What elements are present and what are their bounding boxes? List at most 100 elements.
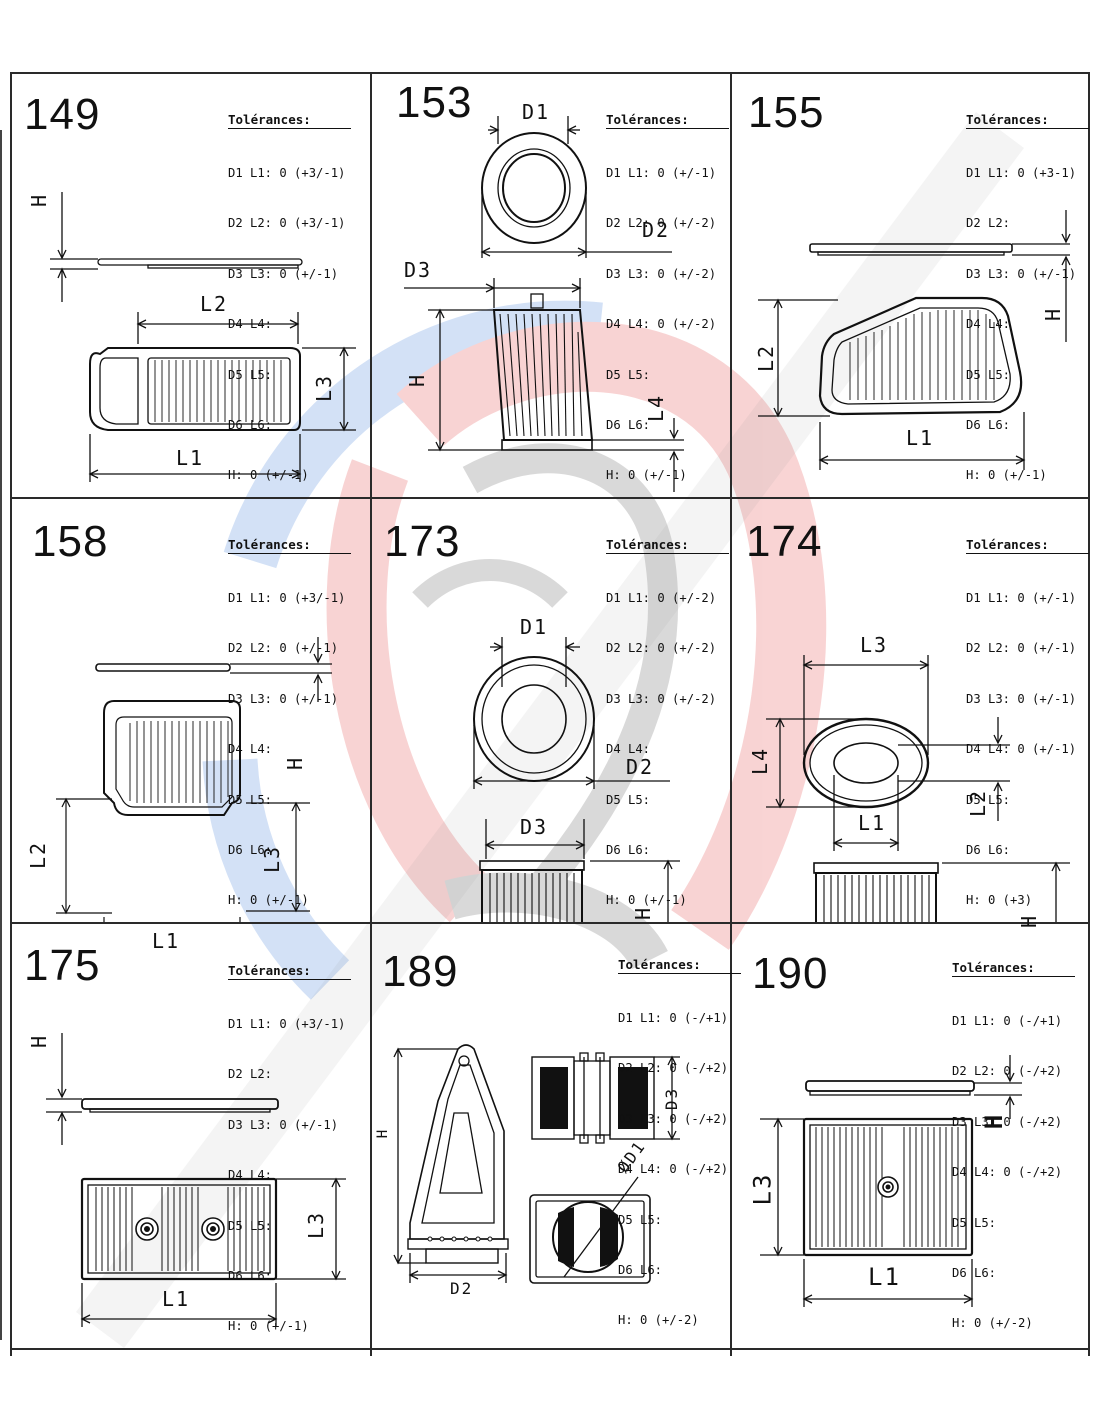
tolerance-line: D6 L6: [966, 417, 1011, 432]
filter-drawing-189 [393, 1044, 680, 1284]
tolerance-line: D3 L3: 0 (-/+2) [952, 1114, 1063, 1129]
dim-label-l3: L3 [748, 1172, 777, 1206]
dim-label-l2: L2 [966, 788, 991, 818]
tolerance-line: D6 L6: [606, 417, 651, 432]
tolerances-heading: Tolérances: [228, 963, 351, 981]
dim-label-d1: D1 [520, 615, 549, 639]
dim-label-l2: L2 [754, 343, 779, 373]
dim-label-d2: D2 [642, 218, 671, 242]
dim-label-h: H [27, 192, 52, 208]
grid-col-divider [370, 72, 372, 1356]
tolerance-line: D5 L5: [618, 1212, 663, 1227]
filter-drawing-155 [758, 210, 1071, 470]
dim-label-h: H [283, 755, 308, 771]
tolerance-line: D5 L5: [606, 792, 651, 807]
filter-drawing-158 [56, 637, 332, 922]
tolerance-line: D6 L6: [228, 1268, 273, 1283]
tolerance-line: D1 L1: 0 (+3/-1) [228, 1016, 346, 1031]
tolerance-line: H: 0 (+/-2) [618, 1313, 699, 1328]
filter-cell-149: 149 Tolérances: D1 L1: 0 (+3/-1) D2 L2: … [10, 72, 370, 497]
tolerances-heading: Tolérances: [606, 537, 729, 555]
tolerance-line: D1 L1: 0 (+3/-1) [228, 165, 346, 180]
tolerance-line: D3 L3: 0 (+/-1) [966, 691, 1077, 706]
tolerance-line: D5 L5: [966, 792, 1011, 807]
tolerance-line: D1 L1: 0 (-/+1) [618, 1010, 729, 1025]
tolerance-line: D4 L4: [228, 1168, 273, 1183]
filter-number: 175 [24, 941, 101, 990]
tolerance-line: D2 L2: [966, 216, 1011, 231]
dim-label-l4: L4 [748, 746, 773, 776]
tolerance-line: D6 L6: [228, 417, 273, 432]
filter-number: 149 [24, 90, 101, 139]
filter-number: 173 [384, 517, 461, 566]
tolerance-line: H: 0 (+/-1) [606, 893, 687, 908]
tolerance-line: D1 L1: 0 (+3-1) [966, 165, 1077, 180]
filter-cell-155: 155 Tolérances: D1 L1: 0 (+3-1) D2 L2: D… [730, 72, 1090, 497]
tolerance-line: D5 L5: [952, 1215, 997, 1230]
dim-label-l1: L1 [906, 426, 935, 450]
tolerances-block: Tolérances: D1 L1: 0 (-/+1) D2 L2: 0 (-/… [952, 926, 1075, 1366]
tolerances-heading: Tolérances: [966, 537, 1089, 555]
tolerance-line: D2 L2: 0 (-/+2) [952, 1064, 1063, 1079]
filter-drawing-175 [46, 1033, 346, 1327]
grid-col-divider [730, 72, 732, 1356]
tolerance-line: D6 L6: [618, 1262, 663, 1277]
filter-number: 174 [746, 517, 823, 566]
filter-number: 190 [752, 949, 829, 998]
tolerance-line: D2 L2: 0 (+/-2) [606, 641, 717, 656]
tolerance-line: D2 L2: 0 (+/-2) [606, 216, 717, 231]
filter-cell-158: 158 Tolérances: D1 L1: 0 (+3/-1) D2 L2: … [10, 497, 370, 953]
dim-label-d3: D3 [404, 258, 433, 282]
tolerance-line: D5 L5: [228, 367, 273, 382]
filter-cell-153: 153 Tolérances: D1 L1: 0 (+/-1) D2 L2: 0… [370, 72, 730, 497]
tolerance-line: D4 L4: [966, 317, 1011, 332]
tolerances-heading: Tolérances: [606, 112, 729, 130]
tolerance-line: H: 0 (+/-1) [228, 1319, 309, 1334]
tolerance-line: D6 L6: [966, 842, 1011, 857]
dim-label-l1: L1 [176, 446, 205, 470]
tolerance-line: D4 L4: [228, 317, 273, 332]
filter-cell-175: 175 Tolérances: D1 L1: 0 (+3/-1) D2 L2: … [10, 923, 370, 1348]
tolerance-line: D6 L6: [606, 842, 651, 857]
tolerance-line: D4 L4: 0 (-/+2) [952, 1165, 1063, 1180]
tolerance-line: D3 L3: 0 (+/-2) [606, 691, 717, 706]
tolerance-line: D2 L2: [228, 1067, 273, 1082]
tolerances-block: Tolérances: D1 L1: 0 (+3/-1) D2 L2: D3 L… [228, 929, 351, 1369]
filter-cell-190: 190 Tolérances: D1 L1: 0 (-/+1) D2 L2: 0… [730, 923, 1090, 1348]
tolerance-line: D4 L4: 0 (+/-1) [966, 742, 1077, 757]
dim-label-l2: L2 [26, 840, 51, 870]
grid-border-left [10, 72, 12, 1356]
dim-label-l4: L4 [644, 393, 669, 423]
tolerances-heading: Tolérances: [952, 960, 1075, 978]
grid-row-divider [10, 922, 1090, 924]
tolerance-line: D4 L4: [228, 742, 273, 757]
tolerance-line: D4 L4: 0 (-/+2) [618, 1162, 729, 1177]
tolerances-heading: Tolérances: [228, 112, 351, 130]
tolerance-line: D1 L1: 0 (+/-1) [966, 590, 1077, 605]
tolerance-line: D6 L6: [228, 842, 273, 857]
dim-label-l3: L3 [304, 1210, 329, 1240]
grid-row-divider [10, 497, 1090, 499]
tolerances-heading: Tolérances: [966, 112, 1089, 130]
filter-number: 158 [32, 517, 109, 566]
tolerances-block: Tolérances: D1 L1: 0 (+3/-1) D2 L2: 0 (+… [228, 78, 351, 518]
tolerance-line: D5 L5: [228, 1218, 273, 1233]
filter-cell-189: 189 Tolérances: D1 L1: 0 (-/+1) D2 L2: 0… [370, 923, 741, 1348]
tolerance-line: D1 L1: 0 (-/+1) [952, 1013, 1063, 1028]
tolerance-line: D3 L3: 0 (+/-1) [966, 266, 1077, 281]
dim-label-d2: D2 [450, 1279, 474, 1298]
tolerance-line: H: 0 (+/-1) [228, 893, 309, 908]
tolerances-block: Tolérances: D1 L1: 0 (+/-2) D2 L2: 0 (+/… [606, 503, 729, 943]
tolerance-line: D3 L3: 0 (-/+2) [618, 1111, 729, 1126]
dim-label-d1: D1 [522, 100, 551, 124]
tolerance-line: D1 L1: 0 (+3/-1) [228, 590, 346, 605]
dim-label-d2: D2 [626, 755, 655, 779]
catalog-grid: 149 Tolérances: D1 L1: 0 (+3/-1) D2 L2: … [10, 72, 1090, 1356]
dim-label-h: H [980, 1112, 1009, 1130]
tolerance-line: D5 L5: [606, 367, 651, 382]
tolerance-line: H: 0 (+/-1) [228, 468, 309, 483]
tolerance-line: D3 L3: 0 (+/-1) [228, 1117, 339, 1132]
filter-number: 155 [748, 88, 825, 137]
tolerance-line: H: 0 (+3) [966, 893, 1033, 908]
tolerances-block: Tolérances: D1 L1: 0 (+/-1) D2 L2: 0 (+/… [606, 78, 729, 518]
